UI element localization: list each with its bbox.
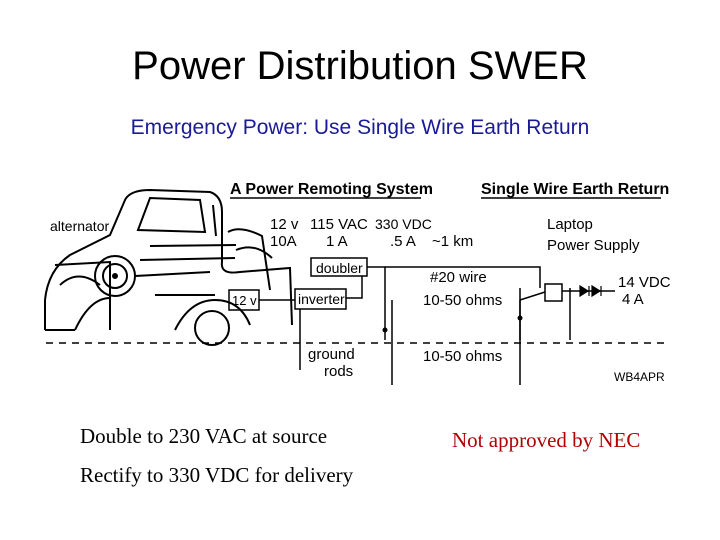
truck-drawing [44, 188, 293, 346]
label-distance: ~1 km [432, 233, 473, 250]
label-4a: 4 A [622, 291, 644, 308]
label-330vdc: 330 VDC [375, 216, 432, 232]
label-05a: .5 A [390, 233, 416, 250]
label-12v: 12 v [270, 216, 299, 233]
label-10a: 10A [270, 233, 297, 250]
label-inverter: inverter [298, 291, 345, 307]
label-doubler: doubler [316, 260, 363, 276]
label-ground: ground [308, 346, 355, 363]
label-ohms-bottom: 10-50 ohms [423, 348, 502, 365]
swer-diagram: A Power Remoting System Single Wire Eart… [44, 181, 671, 385]
slide-title: Power Distribution SWER [132, 44, 588, 88]
heading-swer: Single Wire Earth Return [481, 181, 669, 198]
label-credit: WB4APR [614, 370, 665, 384]
label-power-supply: Power Supply [547, 237, 640, 254]
heading-power-remoting: A Power Remoting System [230, 181, 433, 198]
label-wire-gauge: #20 wire [430, 269, 487, 286]
note-rectify: Rectify to 330 VDC for delivery [80, 463, 354, 487]
label-115vac: 115 VAC [310, 216, 368, 233]
label-1a: 1 A [326, 233, 348, 250]
note-nec: Not approved by NEC [452, 428, 641, 452]
note-double-voltage: Double to 230 VAC at source [80, 424, 328, 448]
label-laptop: Laptop [547, 216, 593, 233]
label-alternator: alternator [50, 218, 109, 234]
label-battery-12v: 12 v [232, 293, 257, 308]
label-ohms-top: 10-50 ohms [423, 292, 502, 309]
slide-subtitle: Emergency Power: Use Single Wire Earth R… [130, 116, 590, 139]
rectifier-diodes [579, 284, 602, 298]
label-14vdc: 14 VDC [618, 274, 671, 291]
label-rods: rods [324, 363, 353, 380]
